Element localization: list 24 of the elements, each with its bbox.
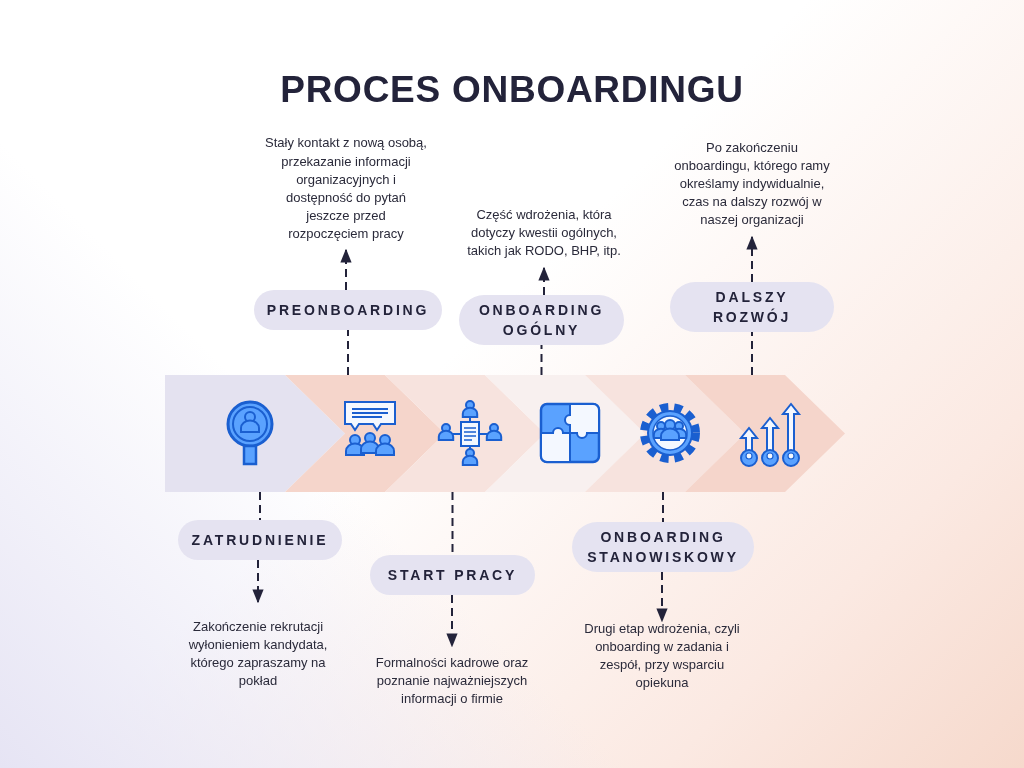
stage-description: Formalności kadrowe oraz poznanie najważniejszych informacji o firmie	[374, 653, 530, 709]
dashed-arrow	[252, 559, 264, 604]
dashed-arrow	[340, 248, 352, 291]
title: PROCES ONBOARDINGU	[280, 68, 744, 112]
dashed-line	[259, 491, 261, 521]
stage-description: Po zakończeniu onboardingu, którego ramy określamy indywidualnie, czas na dalszy rozwój w naszej organizacji	[673, 138, 831, 230]
stage-description: Część wdrożenia, która dotyczy kwestii ogólnych, takich jak RODO, BHP, itp.	[466, 205, 622, 261]
dashed-line	[662, 491, 664, 523]
dashed-line	[751, 331, 753, 376]
dashed-line	[347, 329, 349, 376]
stage-pill: START PRACY	[370, 555, 535, 595]
stage-pill: ONBOARDING STANOWISKOWY	[572, 522, 754, 572]
stage-pill: PREONBOARDING	[254, 290, 442, 330]
stage-pill: ONBOARDING OGÓLNY	[459, 295, 624, 345]
dashed-line	[540, 344, 543, 376]
stage-pill: DALSZY ROZWÓJ	[670, 282, 834, 332]
stage-pill: ZATRUDNIENIE	[178, 520, 342, 560]
dashed-arrow	[446, 594, 458, 648]
dashed-arrow	[656, 571, 668, 623]
stage-description: Zakończenie rekrutacji wyłonieniem kandydata, którego zapraszamy na pokład	[187, 617, 329, 691]
stage-description: Stały kontakt z nową osobą, przekazanie informacji organizacyjnych i dostępność do pytań jeszcze przed rozpoczęciem pracy	[265, 134, 427, 244]
dashed-arrow	[538, 266, 550, 296]
stage-description: Drugi etap wdrożenia, czyli onboarding w zadania i zespół, przy wsparciu opiekuna	[583, 619, 741, 693]
dashed-arrow	[746, 235, 758, 283]
